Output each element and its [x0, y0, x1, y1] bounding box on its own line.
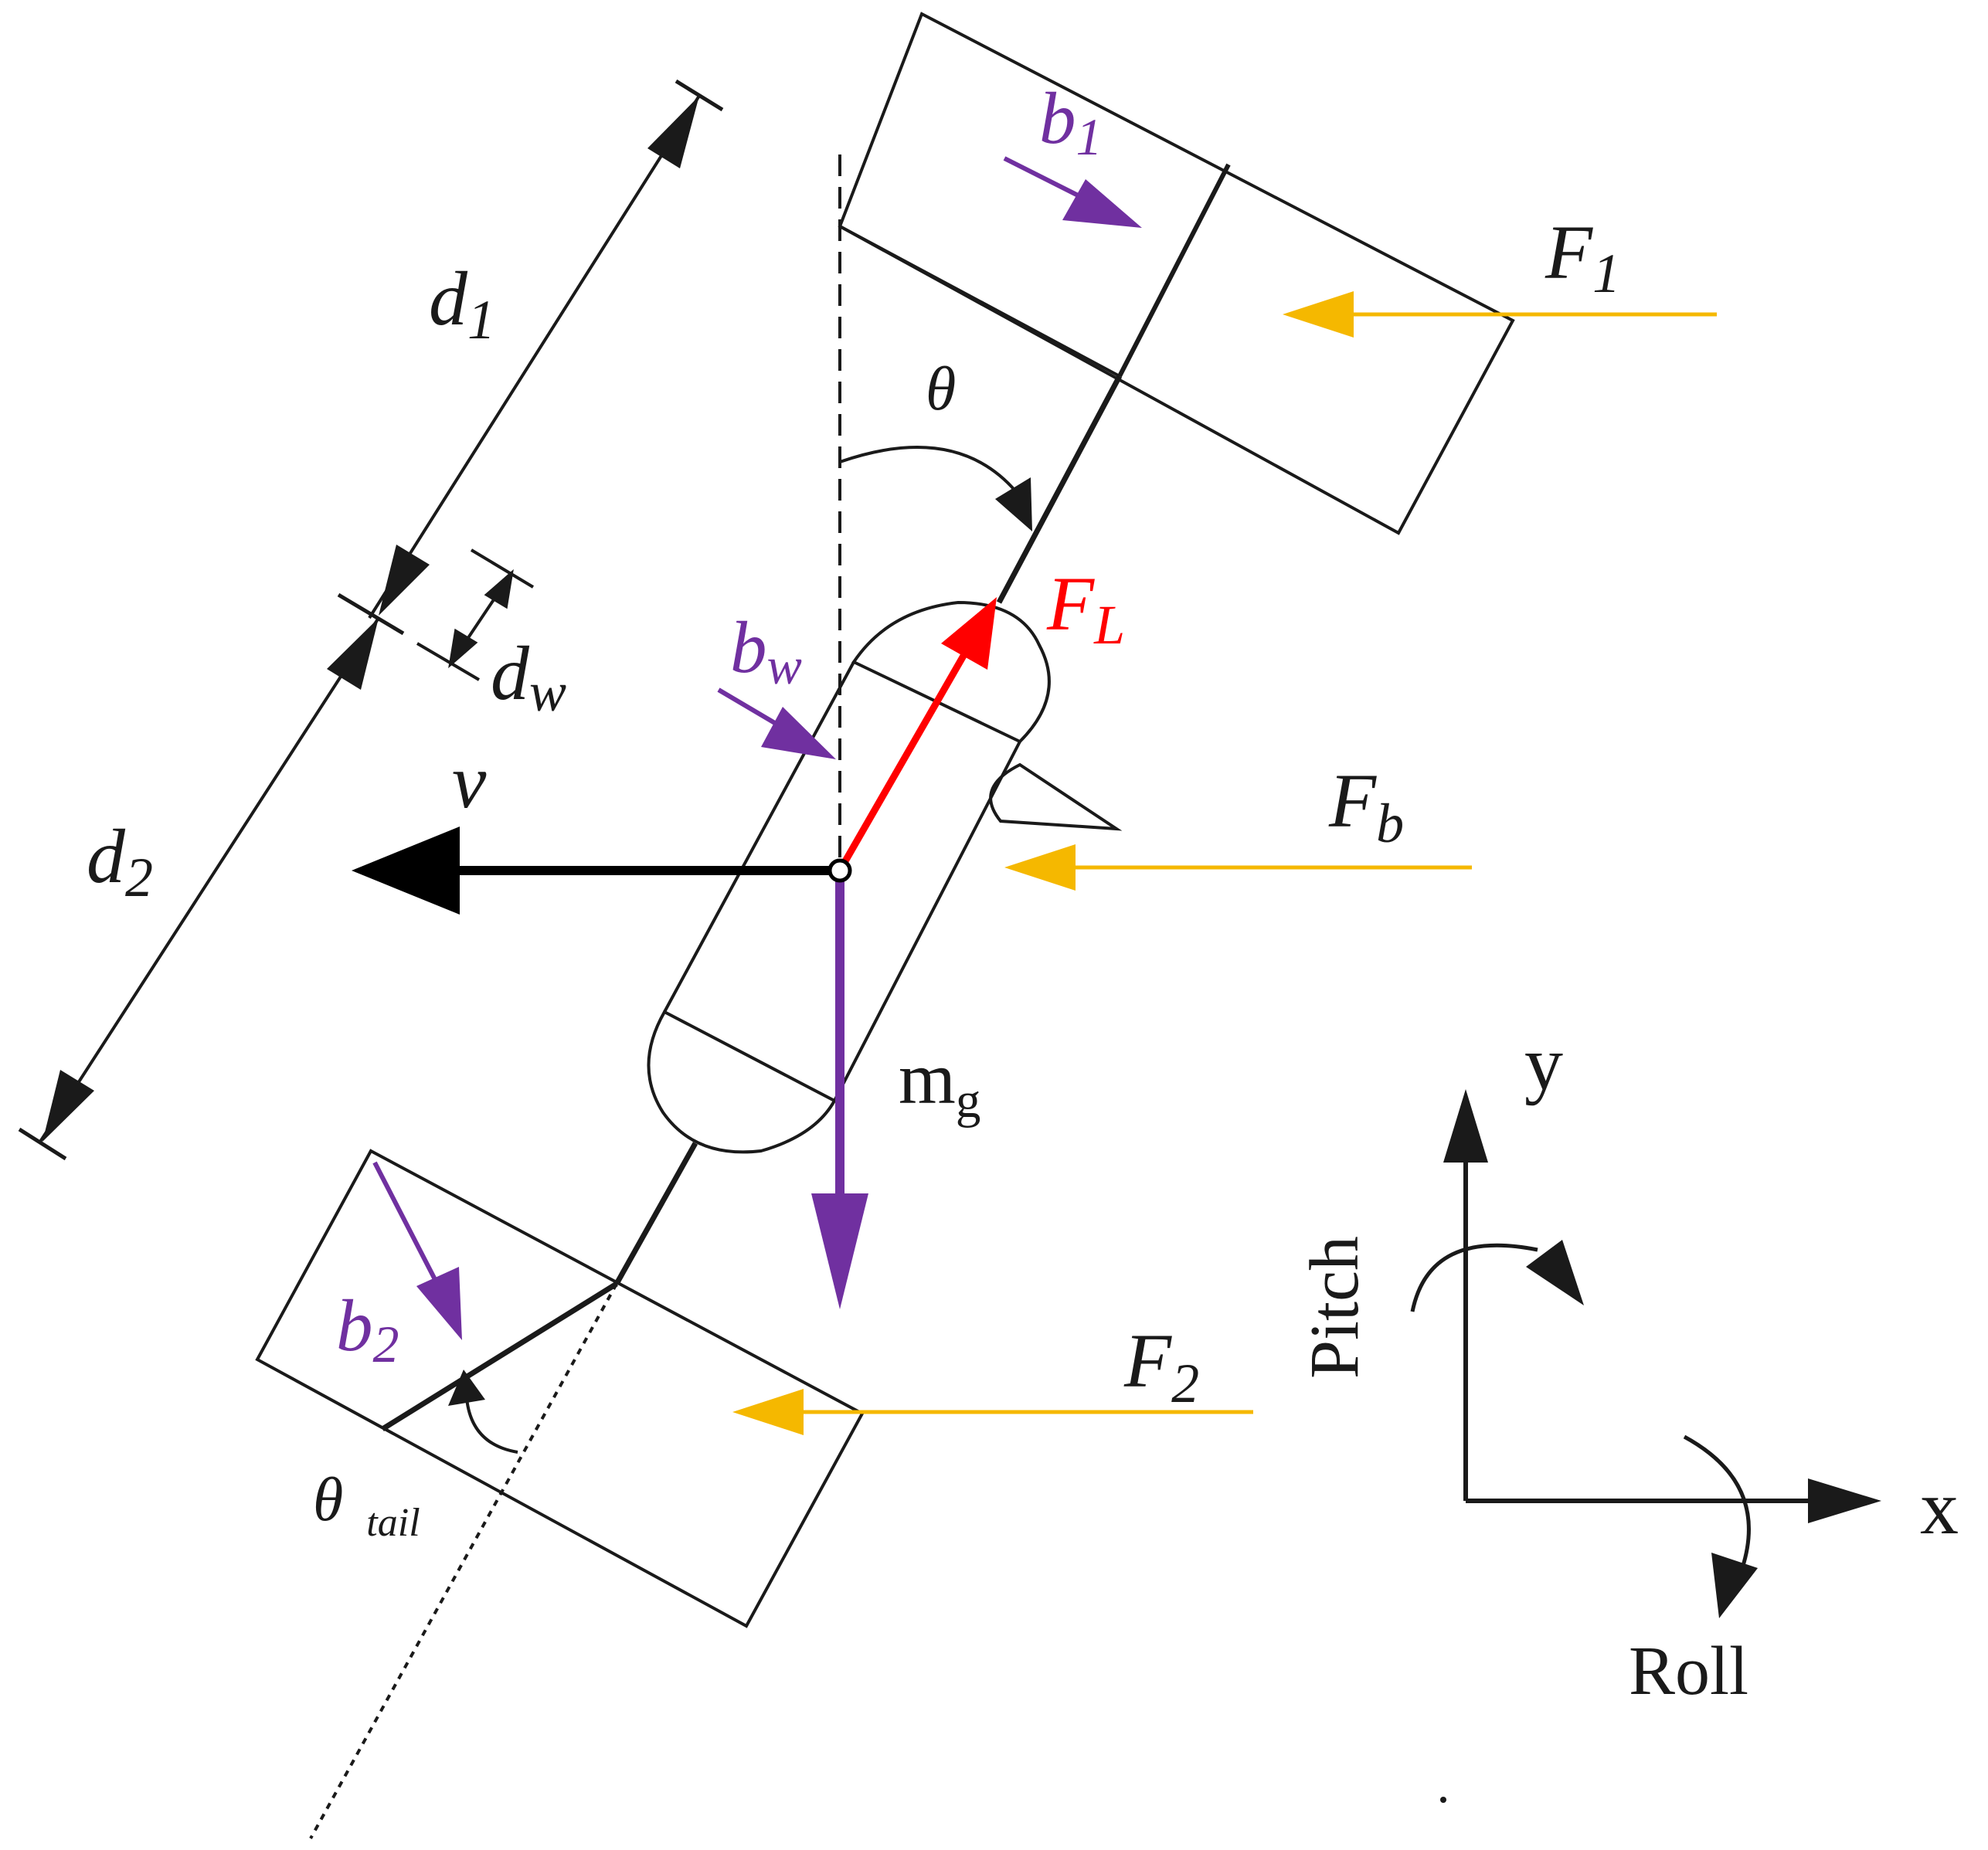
theta-tail-arc: [448, 1370, 518, 1454]
x-axis-arrowhead: [1808, 1478, 1881, 1523]
body-right-edge: [833, 741, 1021, 1102]
body-tail-cap: [647, 1010, 837, 1154]
front-wing-divider: [1117, 163, 1231, 378]
b1-label: b1: [1039, 77, 1103, 166]
mg-arrow: [811, 871, 868, 1309]
b2-label: b2: [336, 1285, 399, 1373]
pitch-arrowhead: [1526, 1240, 1584, 1305]
theta-tail-arrowhead: [448, 1370, 485, 1406]
rear-wing-mid-line: [381, 1281, 618, 1431]
body-outline: [851, 600, 1051, 744]
v-label: v: [452, 738, 487, 824]
body-fin: [989, 762, 1123, 831]
body-left-edge: [663, 661, 855, 1013]
y-axis-label: y: [1524, 1020, 1563, 1106]
front-wing: [838, 12, 1515, 535]
F2-label: F2: [1123, 1318, 1199, 1414]
y-axis-arrowhead: [1443, 1089, 1488, 1163]
pitch-label: Pitch: [1296, 1236, 1373, 1379]
theta-label: θ: [926, 355, 956, 423]
axes: [1410, 1089, 1881, 1618]
FL-label: FL: [1046, 561, 1125, 656]
rear-wing-outline: [255, 1149, 865, 1628]
dw-label: dw: [491, 630, 566, 723]
stray-dot: [1440, 1797, 1446, 1803]
b2-arrow: [372, 1161, 462, 1340]
theta-arrowhead: [995, 477, 1032, 531]
pitch-arc: [1410, 1243, 1538, 1312]
F1-arrow: [1283, 291, 1717, 338]
F2-arrow: [732, 1389, 1253, 1435]
d1-label: d1: [429, 256, 495, 351]
upper-spine: [996, 375, 1123, 604]
roll-arc: [1683, 1434, 1751, 1569]
front-wing-outline: [838, 12, 1515, 535]
F1-label: F1: [1545, 209, 1620, 304]
tail-extension-line: [309, 1283, 618, 1839]
d1-arrowhead-bottom: [379, 545, 430, 616]
body: [647, 600, 1123, 1154]
b1-arrow: [1003, 156, 1142, 228]
d2-label: d2: [87, 813, 153, 908]
lower-spine: [613, 1142, 698, 1285]
x-axis-label: x: [1920, 1465, 1959, 1550]
FL-arrow: [837, 597, 997, 873]
bw-label: bw: [730, 606, 802, 695]
v-arrow: [352, 827, 840, 915]
rear-wing: [255, 1149, 865, 1628]
d2-arrowhead-top: [327, 618, 379, 690]
mg-label: mg: [899, 1037, 980, 1129]
Fb-label: Fb: [1328, 758, 1404, 854]
Fb-arrow: [1004, 844, 1472, 891]
front-wing-chord: [840, 226, 1513, 321]
theta-arc: [839, 446, 1032, 531]
roll-label: Roll: [1629, 1633, 1748, 1709]
dw-dimension: [416, 548, 535, 681]
center-of-mass-point: [827, 858, 852, 883]
d2-arrowhead-bottom: [42, 1070, 94, 1142]
bw-arrow: [717, 687, 836, 759]
roll-arrowhead: [1711, 1553, 1758, 1618]
d1-arrowhead-top: [647, 96, 699, 168]
front-wing-mid-line: [839, 225, 1120, 378]
d1-dimension: [368, 79, 724, 619]
spine: [613, 375, 1123, 1285]
d2-dimension: [18, 592, 405, 1161]
